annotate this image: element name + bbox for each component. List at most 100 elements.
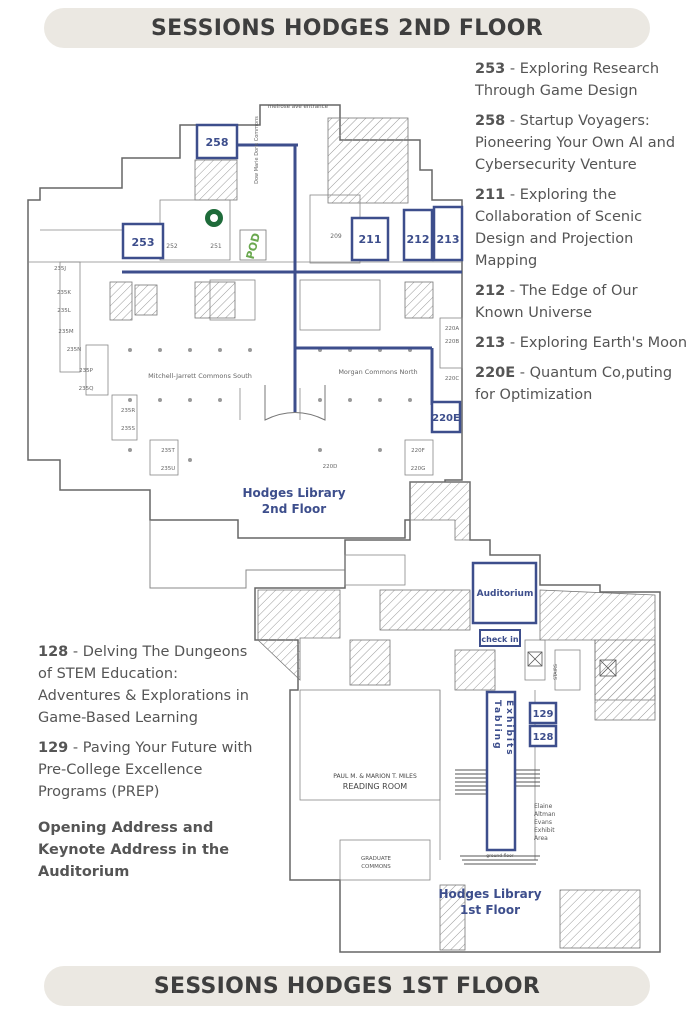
session-room: 253 (475, 61, 506, 77)
first-floor-title-line2: 1st Floor (460, 903, 520, 917)
corridor-lines (122, 143, 462, 412)
second-floor-session-list: 253 - Exploring Research Through Game De… (475, 58, 690, 414)
room-258-box[interactable] (195, 123, 239, 160)
room-251-label: 251 (210, 243, 222, 250)
hatched-areas-1st (257, 481, 656, 951)
auditorium-label: Auditorium (477, 589, 534, 599)
small-room-label: 220B (445, 339, 459, 345)
first-floor-map: Auditorium check in Tabling Exhibits 129… (254, 481, 661, 953)
opening-note: Opening Address and Keynote Address in t… (38, 820, 230, 880)
hatched-area (404, 281, 434, 319)
session-room: 213 (475, 335, 506, 351)
room-258-label: 258 (206, 136, 229, 149)
small-room-label: 220F (411, 448, 425, 454)
session-item-220e: 220E - Quantum Co,puting for Optimizatio… (475, 365, 673, 403)
bottom-banner-title: SESSIONS HODGES 1ST FLOOR (153, 973, 541, 999)
hatched-area (194, 159, 238, 201)
room-212-label: 212 (407, 233, 430, 246)
tabling-label: Tabling (492, 700, 502, 751)
second-floor-curve (149, 520, 400, 589)
hatched-area (109, 281, 133, 321)
room-129-box[interactable] (528, 701, 558, 725)
room-211-box[interactable] (350, 216, 390, 262)
room-253-box[interactable] (121, 222, 165, 260)
session-title: Paving Your Future with Pre-College Exce… (38, 740, 253, 800)
room-213-box[interactable] (432, 205, 464, 262)
small-room-label: 235Q (79, 386, 94, 392)
elevator-icons (527, 651, 617, 677)
checkin-label: check in (481, 635, 518, 644)
pod-room (239, 229, 267, 261)
ground-floor-label: ground floor (486, 853, 514, 859)
room-walls (28, 194, 463, 476)
starbucks-icon-center (210, 214, 218, 222)
bottom-banner: SESSIONS HODGES 1ST FLOOR (44, 966, 650, 1006)
entrance-label: melrose ave entrance (268, 104, 329, 110)
tabling-exhibits-box[interactable] (485, 690, 517, 852)
reading-room-label-1: PAUL M. & MARION T. MILES (333, 773, 417, 780)
elaine-line: Evans (534, 819, 552, 826)
room-213-label: 213 (437, 233, 460, 246)
session-title: Exploring the Collaboration of Scenic De… (475, 187, 643, 269)
room-253-label: 253 (132, 236, 155, 249)
session-title: Quantum Co,puting for Optimization (475, 365, 673, 403)
auditorium-box[interactable] (471, 561, 538, 625)
small-room-label: 235S (121, 426, 135, 432)
top-banner-title: SESSIONS HODGES 2ND FLOOR (150, 15, 544, 41)
session-room: 211 (475, 187, 506, 203)
small-room-label: 235P (79, 368, 93, 374)
elaine-exhibit-label: Elaine Altman Evans Exhibit Area (534, 803, 556, 842)
session-item-258: 258 - Startup Voyagers: Pioneering Your … (475, 113, 676, 173)
session-item-212: 212 - The Edge of Our Known Universe (475, 283, 638, 321)
session-title: Startup Voyagers: Pioneering Your Own AI… (475, 113, 676, 173)
small-room-label: 235R (121, 408, 135, 414)
small-room-label: 220D (323, 464, 338, 470)
session-item-211: 211 - Exploring the Collaboration of Sce… (475, 187, 643, 269)
central-stairs (264, 385, 326, 421)
elaine-line: Elaine (534, 803, 553, 810)
commons-vertical-label: Dow Marie Doris Commons (254, 116, 260, 184)
small-room-label: 220G (411, 466, 426, 472)
room-211-label: 211 (359, 233, 382, 246)
elaine-line: Area (534, 835, 548, 842)
checkin-box[interactable] (479, 629, 521, 647)
session-item-253: 253 - Exploring Research Through Game De… (475, 61, 660, 99)
room-212-box[interactable] (402, 208, 434, 262)
second-floor-title-line2: 2nd Floor (262, 502, 326, 516)
session-title: Exploring Research Through Game Design (475, 61, 660, 99)
stairs-small-label: STAIRS (553, 664, 559, 680)
session-room: 220E (475, 365, 516, 381)
session-title: The Edge of Our Known Universe (475, 283, 638, 321)
exhibits-label: Exhibits (504, 700, 514, 757)
small-room-label: 235K (57, 290, 71, 296)
small-room-labels: 235J235K235L235M235N235P235Q235R235S235T… (54, 266, 459, 472)
session-item-213: 213 - Exploring Earth's Moon (475, 335, 688, 351)
hatched-area (327, 117, 409, 204)
small-room-label: 235N (67, 347, 82, 353)
small-room-label: 220C (445, 376, 459, 382)
graduate-commons-label-1: GRADUATE (361, 856, 392, 862)
stairs-1st (455, 769, 540, 865)
session-room: 128 (38, 644, 69, 660)
hatched-area (134, 284, 158, 316)
room-209-label: 209 (330, 233, 342, 240)
session-room: 258 (475, 113, 506, 129)
reading-room-label-2: READING ROOM (343, 782, 407, 791)
session-room: 212 (475, 283, 506, 299)
elaine-line: Exhibit (534, 827, 555, 834)
first-floor-session-list: 128 - Delving The Dungeons of STEM Educa… (38, 641, 253, 883)
session-title: Delving The Dungeons of STEM Education: … (38, 644, 249, 726)
mitchell-label: Mitchell-Jarrett Commons South (148, 372, 252, 380)
top-banner: SESSIONS HODGES 2ND FLOOR (44, 8, 650, 48)
hatched-area (194, 281, 236, 319)
small-room-label: 235M (58, 329, 73, 335)
room-128-label: 128 (533, 732, 554, 743)
small-room-label: 235U (161, 466, 176, 472)
room-220e-box[interactable] (430, 400, 462, 434)
morgan-label: Morgan Commons North (338, 368, 417, 376)
room-252-label: 252 (166, 243, 178, 250)
session-room: 129 (38, 740, 69, 756)
room-128-box[interactable] (528, 724, 558, 748)
small-room-label: 220A (445, 326, 459, 332)
